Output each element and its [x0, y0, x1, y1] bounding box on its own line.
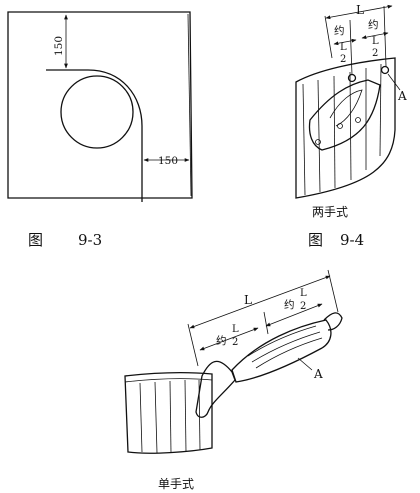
fig94-caption-number: 9-4	[340, 231, 364, 249]
cylinder-body	[124, 372, 213, 454]
spiral-cut	[46, 69, 143, 202]
frac-num-right-single: L	[300, 288, 307, 299]
label-A-94: A	[397, 89, 407, 103]
label-yue-right-single: 约	[284, 298, 295, 311]
frac-den-left-single: 2	[232, 337, 238, 348]
dim-right-label: 150	[158, 155, 178, 167]
shell-body	[295, 57, 396, 199]
frac-den-right-94: 2	[372, 48, 378, 59]
frac-den-left-94: 2	[340, 54, 346, 65]
single-subtitle: 单手式	[158, 477, 194, 491]
label-yue-right-94: 约	[368, 18, 379, 31]
frac-num-left-94: L	[340, 42, 347, 53]
fig93-caption-prefix: 图	[28, 231, 43, 249]
fig94-caption-prefix: 图	[308, 231, 323, 249]
dim-top-label: 150	[53, 36, 65, 56]
tool-blade	[231, 319, 332, 383]
label-yue-left-94: 约	[334, 24, 345, 37]
label-yue-left-single: 约	[216, 334, 227, 347]
fig-single-hand: L 约 L 2 约 L 2 A 单手式	[124, 269, 343, 491]
label-A-single: A	[313, 367, 323, 381]
tool-plate	[308, 79, 381, 151]
fig93-caption-number: 9-3	[78, 231, 102, 249]
hole-circle	[60, 75, 134, 149]
sheet-outline	[7, 11, 193, 199]
frac-num-right-94: L	[372, 36, 379, 47]
frac-den-right-single: 2	[300, 301, 306, 312]
label-L-94: L	[356, 3, 364, 17]
frac-num-left-single: L	[232, 324, 239, 335]
fig-9-3: 150 150 图 9-3	[7, 11, 193, 249]
fig94-subtitle: 两手式	[312, 205, 348, 219]
label-L-single: L	[244, 293, 252, 307]
tool-handle	[195, 360, 236, 418]
fig-9-4: L 约 L 2 约 L 2 A 两手式 图 9-4	[295, 3, 407, 249]
dim-L-94	[325, 4, 393, 20]
dim-L-single	[189, 275, 331, 329]
